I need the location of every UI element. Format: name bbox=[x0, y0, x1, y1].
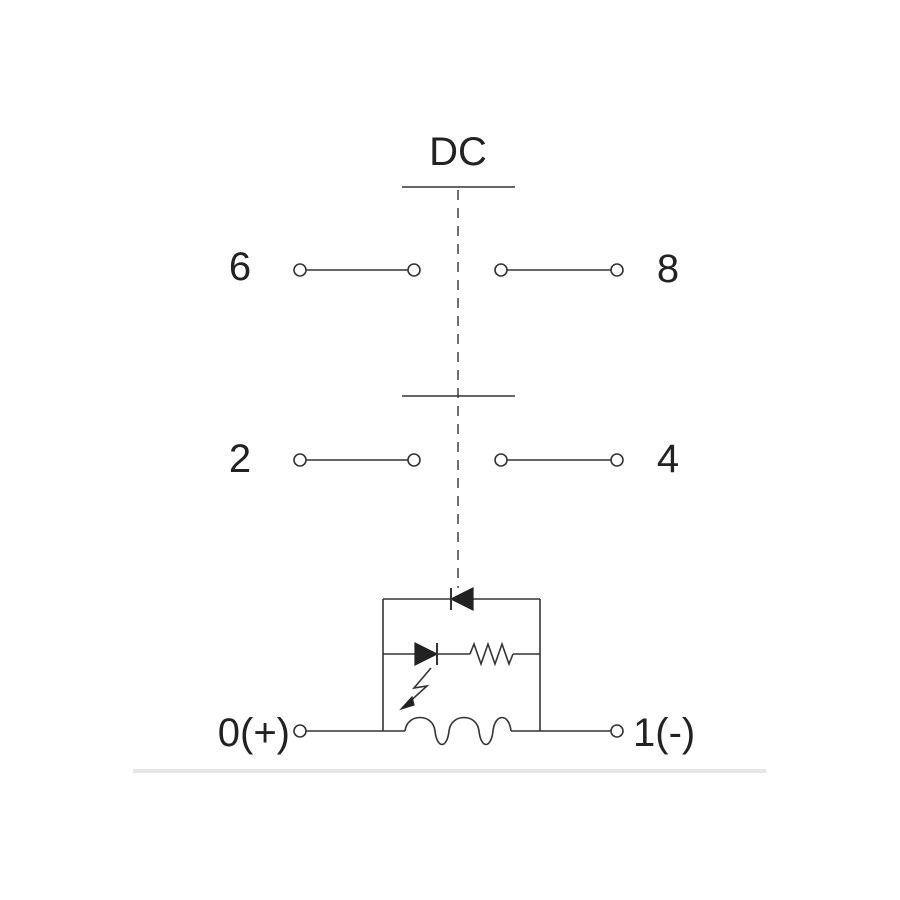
terminal-2-outer bbox=[293, 453, 307, 467]
coil-terminal-negative bbox=[610, 724, 624, 738]
contact-4 bbox=[494, 453, 624, 467]
resistor-icon bbox=[469, 641, 514, 667]
terminal-8-inner bbox=[494, 263, 508, 277]
terminal-4-inner bbox=[494, 453, 508, 467]
contact-8 bbox=[494, 263, 624, 277]
terminal-4-outer bbox=[610, 453, 624, 467]
freewheel-diode-icon bbox=[449, 587, 474, 611]
diagram-title: DC bbox=[429, 130, 487, 174]
terminal-8-outer bbox=[610, 263, 624, 277]
terminal-2-inner bbox=[407, 453, 421, 467]
coil-label-negative: 1(-) bbox=[633, 711, 695, 755]
led-diode-icon bbox=[414, 642, 439, 666]
terminal-6-outer bbox=[293, 263, 307, 277]
coil-circuit bbox=[293, 587, 624, 746]
terminal-label-8: 8 bbox=[657, 247, 679, 291]
coil-terminal-positive bbox=[293, 724, 307, 738]
baseline-divider bbox=[133, 769, 766, 773]
terminal-label-2: 2 bbox=[229, 437, 251, 481]
contact-6 bbox=[293, 263, 421, 277]
light-arrow-icon bbox=[399, 667, 432, 711]
coil-label-positive: 0(+) bbox=[218, 711, 290, 755]
terminal-label-6: 6 bbox=[229, 245, 251, 289]
terminal-6-inner bbox=[407, 263, 421, 277]
terminal-label-4: 4 bbox=[657, 437, 679, 481]
inductor-coil-icon bbox=[404, 716, 512, 746]
contact-2 bbox=[293, 453, 421, 467]
